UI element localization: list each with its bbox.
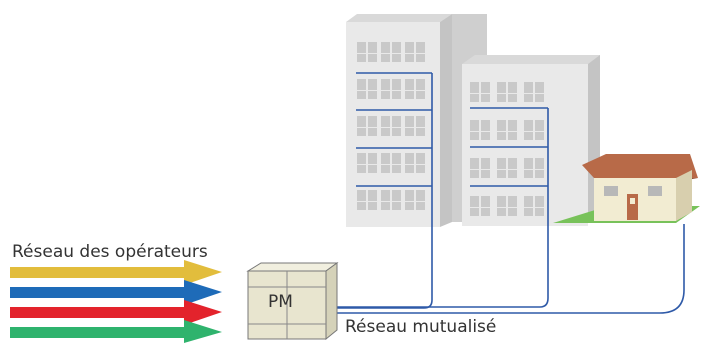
operators-network-label: Réseau des opérateurs xyxy=(12,242,208,262)
pm-cabinet: PM xyxy=(246,262,339,341)
operator-arrow-red xyxy=(10,300,222,325)
operator-arrows xyxy=(10,260,222,343)
operator-arrow-blue xyxy=(10,280,222,305)
building-risers xyxy=(330,72,685,314)
house xyxy=(553,154,700,223)
pm-label: PM xyxy=(268,292,293,312)
apartment-building-medium xyxy=(462,55,600,226)
shared-network-label: Réseau mutualisé xyxy=(345,317,497,337)
operator-arrow-yellow xyxy=(10,260,222,285)
operator-arrow-green xyxy=(10,320,222,343)
